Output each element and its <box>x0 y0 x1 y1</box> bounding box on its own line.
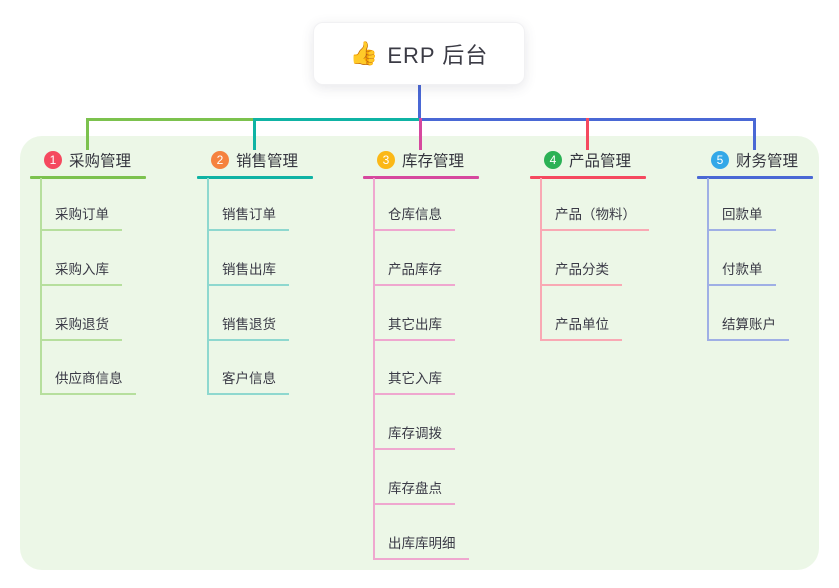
bus-segment-line <box>252 118 419 121</box>
branch-drop-line <box>752 118 756 150</box>
root-node[interactable]: 👍 ERP 后台 <box>313 22 525 85</box>
child-node-结算账户[interactable]: 结算账户 <box>707 315 789 341</box>
branch-drop-line <box>85 118 89 150</box>
branch-number-badge: 4 <box>544 151 562 169</box>
branch-产品管理: 4 产品管理产品（物料） 产品分类产品单位 <box>530 149 690 341</box>
branch-采购管理: 1 采购管理采购订单采购入库采购退货供应商信息 <box>30 149 190 396</box>
branch-header[interactable]: 5 财务管理 <box>697 149 839 171</box>
child-node-仓库信息[interactable]: 仓库信息 <box>373 205 455 231</box>
branch-underline <box>697 176 813 179</box>
child-node-库存调拨[interactable]: 库存调拨 <box>373 424 455 451</box>
branch-财务管理: 5 财务管理回款单付款单结算账户 <box>697 149 839 341</box>
thumbs-up-icon: 👍 <box>349 40 379 66</box>
branch-drop-line <box>585 118 589 150</box>
child-node-销售退货[interactable]: 销售退货 <box>207 315 289 341</box>
branch-child-connector <box>373 178 375 560</box>
branches-panel <box>20 136 819 570</box>
branch-label: 产品管理 <box>569 153 632 170</box>
branch-header[interactable]: 1 采购管理 <box>30 149 190 171</box>
child-node-采购订单[interactable]: 采购订单 <box>40 205 122 231</box>
child-node-产品（物料）[interactable]: 产品（物料） <box>540 205 649 231</box>
child-node-采购入库[interactable]: 采购入库 <box>40 260 122 286</box>
branch-label: 库存管理 <box>402 153 465 170</box>
branch-label: 财务管理 <box>736 153 799 170</box>
child-node-其它出库[interactable]: 其它出库 <box>373 315 455 341</box>
branch-number-badge: 5 <box>711 151 729 169</box>
branch-child-connector <box>707 178 709 341</box>
child-node-产品库存[interactable]: 产品库存 <box>373 260 455 286</box>
branch-number-badge: 2 <box>211 151 229 169</box>
branch-header[interactable]: 4 产品管理 <box>530 149 690 171</box>
child-node-其它入库[interactable]: 其它入库 <box>373 369 455 396</box>
branch-drop-line <box>418 118 422 150</box>
branch-number-badge: 3 <box>377 151 395 169</box>
branch-underline <box>363 176 479 179</box>
branch-库存管理: 3 库存管理仓库信息产品库存其它出库其它入库库存调拨库存盘点出库库明细 <box>363 149 523 560</box>
branch-header[interactable]: 3 库存管理 <box>363 149 523 171</box>
branch-销售管理: 2 销售管理销售订单销售出库销售退货客户信息 <box>197 149 357 396</box>
branch-child-connector <box>540 178 542 341</box>
child-node-供应商信息[interactable]: 供应商信息 <box>40 369 136 396</box>
child-node-付款单[interactable]: 付款单 <box>707 260 776 286</box>
bus-segment-line <box>85 118 253 121</box>
child-node-产品单位[interactable]: 产品单位 <box>540 315 622 341</box>
child-node-出库库明细[interactable]: 出库库明细 <box>373 534 469 560</box>
branch-label: 销售管理 <box>236 153 299 170</box>
branch-drop-line <box>252 118 256 150</box>
child-node-客户信息[interactable]: 客户信息 <box>207 369 289 396</box>
branch-child-connector <box>40 178 42 396</box>
branch-label: 采购管理 <box>69 153 132 170</box>
child-node-回款单[interactable]: 回款单 <box>707 205 776 231</box>
branch-underline <box>197 176 313 179</box>
child-node-销售出库[interactable]: 销售出库 <box>207 260 289 286</box>
root-title: ERP 后台 <box>387 42 489 68</box>
branch-number-badge: 1 <box>44 151 62 169</box>
child-node-产品分类[interactable]: 产品分类 <box>540 260 622 286</box>
branch-underline <box>530 176 646 179</box>
child-node-库存盘点[interactable]: 库存盘点 <box>373 479 455 505</box>
child-node-采购退货[interactable]: 采购退货 <box>40 315 122 341</box>
branch-underline <box>30 176 146 179</box>
branch-header[interactable]: 2 销售管理 <box>197 149 357 171</box>
child-node-销售订单[interactable]: 销售订单 <box>207 205 289 231</box>
root-connector-line <box>418 83 421 121</box>
branch-child-connector <box>207 178 209 396</box>
